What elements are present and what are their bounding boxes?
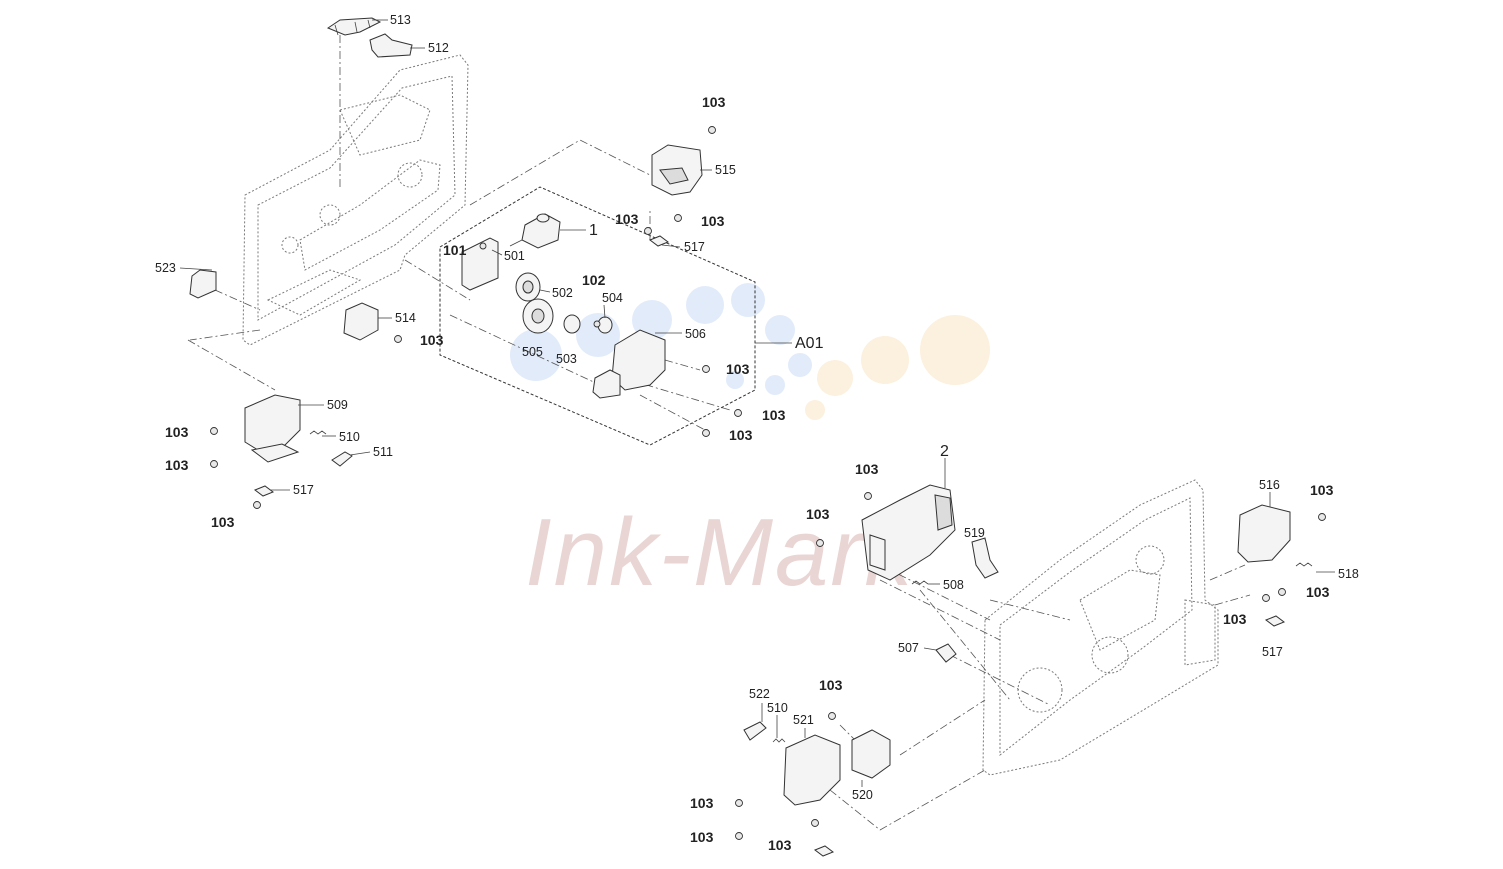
label-517: 517 xyxy=(684,240,705,254)
label-520: 520 xyxy=(852,788,873,802)
label-103: 103 xyxy=(211,514,235,530)
part-508 xyxy=(911,580,929,585)
part-510-bottom xyxy=(772,738,786,743)
label-103: 103 xyxy=(615,211,639,227)
part-517-left xyxy=(253,485,275,497)
label-507: 507 xyxy=(898,641,919,655)
label-501: 501 xyxy=(504,249,525,263)
part-514 xyxy=(343,302,379,341)
label-103: 103 xyxy=(165,424,189,440)
part-513 xyxy=(326,17,382,36)
watermark: Ink-Mark xyxy=(510,283,990,606)
part-518 xyxy=(1295,562,1313,567)
label-103: 103 xyxy=(690,829,714,845)
label-103: 103 xyxy=(806,506,830,522)
label-103: 103 xyxy=(726,361,750,377)
label-103: 103 xyxy=(855,461,879,477)
label-518: 518 xyxy=(1338,567,1359,581)
part-506 xyxy=(592,329,666,399)
part-labels: 513 512 103 515 103 103 517 1 101 501 50… xyxy=(155,13,1359,853)
label-508: 508 xyxy=(943,578,964,592)
label-103: 103 xyxy=(768,837,792,853)
part-503 xyxy=(563,314,581,334)
label-511: 511 xyxy=(373,445,393,459)
part-502 xyxy=(515,272,541,302)
label-506: 506 xyxy=(685,327,706,341)
right-side-frame xyxy=(982,479,1219,776)
leader-lines xyxy=(179,19,1335,787)
part-522 xyxy=(743,721,767,741)
label-2: 2 xyxy=(940,443,949,460)
label-103: 103 xyxy=(690,795,714,811)
part-520 xyxy=(851,729,891,779)
part-515 xyxy=(651,144,703,196)
label-103: 103 xyxy=(1223,611,1247,627)
label-516: 516 xyxy=(1259,478,1280,492)
label-a01: A01 xyxy=(795,335,824,352)
watermark-dots xyxy=(510,283,990,420)
part-517-right xyxy=(1264,615,1286,627)
part-517-top xyxy=(648,235,670,247)
part-501 xyxy=(461,237,499,291)
screws xyxy=(210,126,1326,840)
label-502: 502 xyxy=(552,286,573,300)
part-512 xyxy=(369,33,413,58)
label-522: 522 xyxy=(749,687,770,701)
label-523: 523 xyxy=(155,261,176,275)
label-103: 103 xyxy=(1306,584,1330,600)
label-515: 515 xyxy=(715,163,736,177)
label-513: 513 xyxy=(390,13,411,27)
label-512: 512 xyxy=(428,41,449,55)
label-510: 510 xyxy=(339,430,360,444)
part-motor-1 xyxy=(509,213,561,249)
label-504: 504 xyxy=(602,291,623,305)
part-assembly-2 xyxy=(861,484,956,581)
label-103: 103 xyxy=(702,94,726,110)
label-510: 510 xyxy=(767,701,788,715)
label-103: 103 xyxy=(819,677,843,693)
assembly-a01-box xyxy=(439,186,756,446)
part-507 xyxy=(935,643,957,663)
part-521 xyxy=(783,734,841,806)
label-103: 103 xyxy=(729,427,753,443)
label-503: 503 xyxy=(556,352,577,366)
part-523 xyxy=(189,269,217,299)
label-517: 517 xyxy=(293,483,314,497)
label-514: 514 xyxy=(395,311,416,325)
label-103: 103 xyxy=(762,407,786,423)
label-505: 505 xyxy=(522,345,543,359)
part-510-left xyxy=(309,430,327,435)
label-519: 519 xyxy=(964,526,985,540)
label-103: 103 xyxy=(165,457,189,473)
label-103: 103 xyxy=(1310,482,1334,498)
label-509: 509 xyxy=(327,398,348,412)
label-102: 102 xyxy=(582,272,606,288)
label-103: 103 xyxy=(701,213,725,229)
label-1: 1 xyxy=(589,222,598,239)
label-517: 517 xyxy=(1262,645,1283,659)
label-521: 521 xyxy=(793,713,814,727)
part-519 xyxy=(971,537,999,579)
part-505 xyxy=(522,298,554,334)
part-511 xyxy=(331,451,353,467)
label-103: 103 xyxy=(420,332,444,348)
part-516 xyxy=(1237,504,1291,563)
label-101: 101 xyxy=(443,242,467,258)
left-side-frame xyxy=(242,54,469,346)
part-509 xyxy=(244,394,301,463)
watermark-text: Ink-Mark xyxy=(525,499,917,606)
part-517-bottom xyxy=(813,845,835,857)
